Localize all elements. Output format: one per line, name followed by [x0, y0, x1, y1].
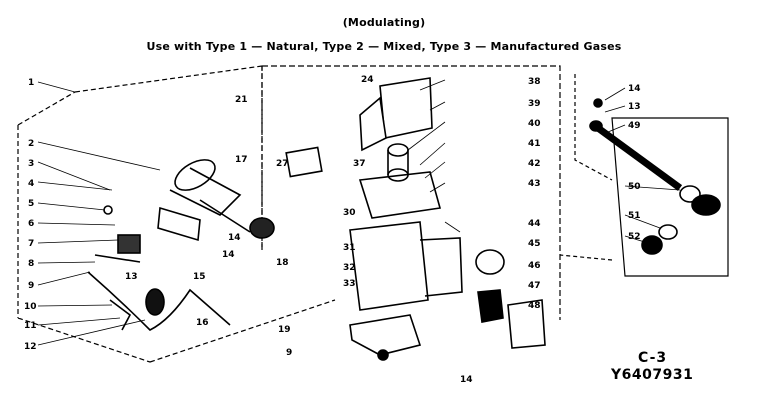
callout-2: 2	[28, 139, 34, 149]
callout-48: 48	[528, 301, 541, 311]
callout-6: 6	[28, 219, 34, 229]
callout-10: 10	[24, 302, 37, 312]
callout-45: 45	[528, 239, 541, 249]
callout-14c: 14	[628, 84, 641, 94]
callout-3: 3	[28, 159, 34, 169]
callout-13: 13	[125, 272, 138, 282]
callout-47: 47	[528, 281, 541, 291]
callout-14: 14	[222, 250, 235, 260]
callout-51: 51	[628, 211, 641, 221]
callout-17: 17	[235, 155, 248, 165]
callout-43: 43	[528, 179, 541, 189]
callout-21: 21	[235, 95, 248, 105]
callout-19: 19	[278, 325, 291, 335]
center-parts	[285, 77, 546, 361]
diagram-subtitle: Use with Type 1 — Natural, Type 2 — Mixe…	[146, 40, 622, 53]
callout-31: 31	[343, 243, 356, 253]
callout-14b: 14	[460, 375, 473, 385]
callout-9: 9	[28, 281, 34, 291]
left-parts	[87, 159, 275, 331]
callout-41: 41	[528, 139, 541, 149]
callout-44: 44	[528, 219, 541, 229]
right-assembly-outline	[611, 117, 729, 277]
page-code: C-3	[638, 350, 668, 366]
callout-12: 12	[24, 342, 37, 352]
diagram-title: (Modulating)	[342, 16, 426, 29]
callout-49: 49	[628, 121, 641, 131]
callout-13b: 13	[628, 102, 641, 112]
callout-7: 7	[28, 239, 34, 249]
callout-33: 33	[343, 279, 356, 289]
callout-15: 15	[193, 272, 206, 282]
callout-18: 18	[276, 258, 289, 268]
callout-46: 46	[528, 261, 541, 271]
callout-50: 50	[628, 182, 641, 192]
callout-4: 4	[28, 179, 34, 189]
callout-9b: 9	[286, 348, 292, 358]
right-parts	[589, 98, 721, 255]
callout-5: 5	[28, 199, 34, 209]
callout-40: 40	[528, 119, 541, 129]
callout-11: 11	[24, 321, 37, 331]
callout-14d: 14	[228, 233, 241, 243]
callout-32: 32	[343, 263, 356, 273]
callout-39: 39	[528, 99, 541, 109]
callout-8: 8	[28, 259, 34, 269]
callout-30: 30	[343, 208, 356, 218]
callout-52: 52	[628, 232, 641, 242]
left-assembly-outline	[17, 65, 336, 363]
callout-24: 24	[361, 75, 374, 85]
callout-27: 27	[276, 159, 289, 169]
part-code: Y6407931	[611, 367, 694, 383]
callout-1: 1	[28, 78, 34, 88]
callout-37: 37	[353, 159, 366, 169]
callout-42: 42	[528, 159, 541, 169]
callout-38: 38	[528, 77, 541, 87]
callout-16: 16	[196, 318, 209, 328]
